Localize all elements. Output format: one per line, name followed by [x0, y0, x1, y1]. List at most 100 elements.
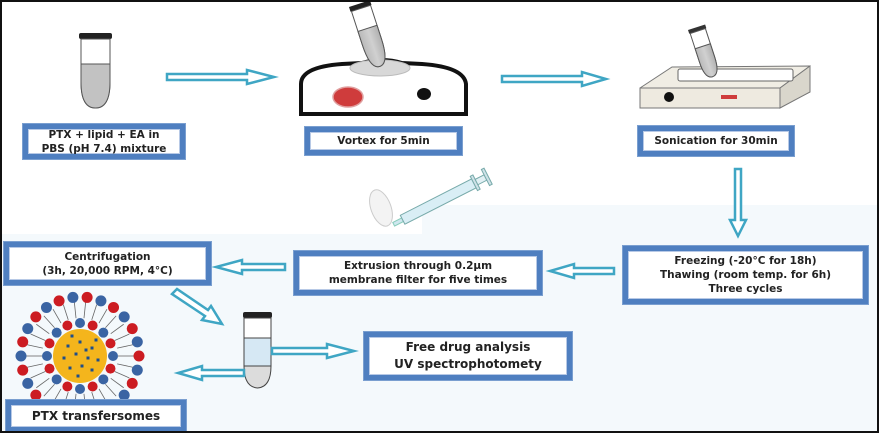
lipid-tail — [105, 315, 117, 329]
flow-arrows — [165, 68, 749, 382]
arrow-extrusion-to-centrifugation — [211, 258, 287, 276]
aqueous-core — [53, 329, 107, 383]
drug-molecule — [62, 356, 66, 360]
lipid-tail — [30, 371, 46, 379]
lipid-tail — [114, 371, 130, 379]
lipid-head — [51, 374, 62, 385]
lipid-tail — [36, 378, 50, 389]
step-product-line-1: PTX transfersomes — [31, 409, 161, 423]
lipid-head — [98, 327, 109, 338]
step-vortex-line-1: Vortex for 5min — [337, 135, 430, 147]
centrifuge-tube-icon — [243, 312, 272, 389]
lipid-head — [22, 377, 34, 389]
lipid-tail — [27, 344, 43, 349]
step-extrusion-line-1: Extrusion through 0.2µm — [343, 260, 493, 272]
step-mixture-box: PTX + lipid + EA in PBS (pH 7.4) mixture — [22, 123, 186, 160]
lipid-tail — [98, 309, 108, 324]
lipid-tail — [110, 378, 124, 389]
vortex-mixer-icon — [299, 2, 468, 116]
lipid-head — [15, 350, 27, 362]
drug-molecule — [78, 340, 82, 344]
drug-molecule — [68, 366, 72, 370]
arrow-mixture-to-vortex — [165, 68, 279, 86]
lipid-head — [98, 374, 109, 385]
arrow-tube-to-analysis — [270, 342, 359, 360]
lipid-head — [44, 338, 55, 349]
lipid-head — [108, 351, 118, 361]
step-extrusion-line-2: membrane filter for five times — [328, 274, 508, 286]
step-freeze-line-1: Freezing (-20°C for 18h) — [674, 255, 817, 267]
lipid-head — [105, 338, 116, 349]
lipid-head — [30, 311, 42, 323]
step-mixture-line-2: PBS (pH 7.4) mixture — [41, 142, 167, 155]
lipid-tail — [73, 302, 77, 319]
lipid-head — [62, 381, 73, 392]
drug-molecule — [96, 358, 100, 362]
arrow-freeze-to-extrusion — [545, 262, 616, 280]
drug-molecule — [90, 368, 94, 372]
step-freeze-line-3: Three cycles — [708, 283, 783, 295]
lipid-head — [17, 336, 29, 348]
step-sonication-line-1: Sonication for 30min — [654, 135, 778, 147]
step-freeze-line-2: Thawing (room temp. for 6h) — [659, 269, 832, 281]
step-mixture-line-1: PTX + lipid + EA in — [48, 128, 160, 141]
syringe-filter-icon — [369, 167, 493, 227]
arrow-centrifugation-to-tube — [170, 287, 225, 326]
step-vortex-box: Vortex for 5min — [304, 126, 463, 156]
drug-molecule — [86, 356, 90, 360]
lipid-head — [108, 301, 120, 313]
arrow-vortex-to-sonication — [500, 70, 611, 88]
lipid-tail — [105, 383, 117, 397]
lipid-tail — [27, 363, 43, 368]
drug-molecule — [70, 334, 74, 338]
lipid-tail — [91, 304, 98, 320]
lipid-tail — [43, 315, 55, 329]
lipid-head — [87, 320, 98, 331]
lipid-head — [42, 351, 52, 361]
lipid-head — [22, 323, 34, 335]
lipid-head — [126, 377, 138, 389]
arrow-sonication-to-freeze — [727, 167, 749, 239]
drug-molecule — [84, 348, 88, 352]
lipid-head — [105, 363, 116, 374]
drug-molecule — [74, 352, 78, 356]
lipid-head — [62, 320, 73, 331]
step-sonication-box: Sonication for 30min — [637, 125, 795, 157]
lipid-head — [95, 295, 107, 307]
lipid-head — [30, 389, 42, 401]
lipid-tail — [110, 323, 124, 334]
lipid-head — [51, 327, 62, 338]
lipid-tail — [36, 323, 50, 334]
lipid-head — [81, 291, 93, 303]
drug-molecule — [76, 374, 80, 378]
lipid-tail — [117, 344, 133, 349]
step-free-drug-line-1: Free drug analysis — [405, 340, 531, 354]
lipid-head — [17, 364, 29, 376]
lipid-tail — [52, 309, 62, 324]
lipid-head — [126, 323, 138, 335]
mid-background — [422, 205, 877, 235]
lipid-head — [131, 336, 143, 348]
lipid-tail — [62, 304, 69, 320]
step-freeze-thaw-box: Freezing (-20°C for 18h) Thawing (room t… — [622, 245, 869, 305]
drug-molecule — [66, 344, 70, 348]
step-free-drug-box: Free drug analysis UV spectrophotomety — [363, 331, 573, 381]
step-centrifugation-line-1: Centrifugation — [64, 250, 151, 263]
drug-molecule — [90, 346, 94, 350]
lipid-head — [118, 389, 130, 401]
lipid-head — [133, 350, 145, 362]
step-product-box: PTX transfersomes — [5, 399, 187, 431]
lipid-head — [67, 291, 79, 303]
step-centrifugation-line-2: (3h, 20,000 RPM, 4°C) — [42, 264, 173, 277]
lipid-head — [75, 318, 85, 328]
lipid-head — [40, 301, 52, 313]
lipid-head — [53, 295, 65, 307]
step-extrusion-box: Extrusion through 0.2µm membrane filter … — [293, 250, 543, 296]
lipid-head — [131, 364, 143, 376]
lipid-tail — [114, 333, 130, 341]
tube-icon — [79, 33, 112, 109]
lipid-tail — [117, 363, 133, 368]
arrow-tube-to-product — [173, 364, 246, 382]
